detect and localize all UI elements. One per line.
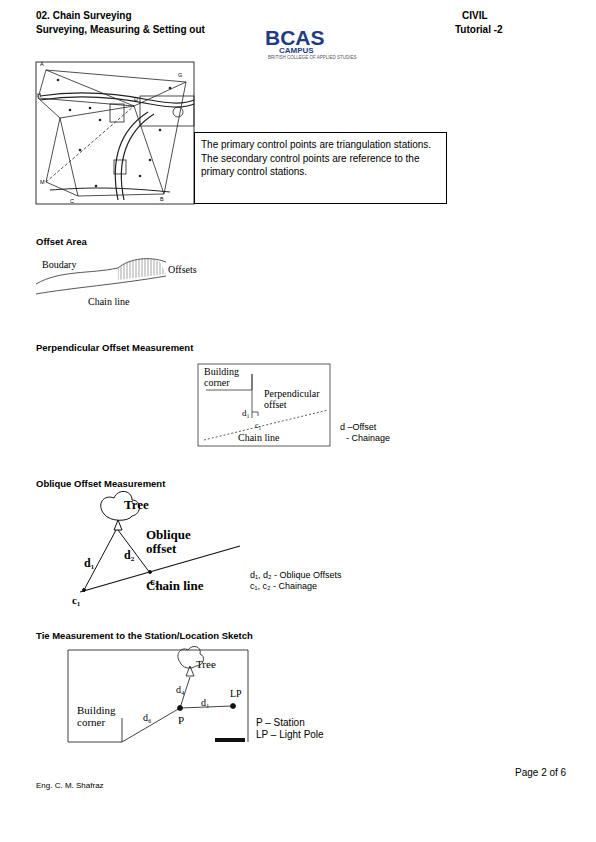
label: G — [178, 72, 182, 78]
label: M — [40, 179, 45, 185]
tie-measurement — [68, 647, 248, 742]
label: Offset Area — [36, 237, 87, 247]
label: c₁, c₂ - Chainage — [250, 582, 317, 592]
label: Eng. C. M. Shafraz — [36, 782, 104, 791]
label: Oblique offset — [146, 528, 216, 557]
label: LP – Light Pole — [256, 729, 324, 740]
label: Perpendicular Offset Measurement — [36, 343, 193, 353]
label: d₁ — [84, 557, 94, 570]
label: BRITISH COLLEGE OF APPLIED STUDIES — [268, 56, 357, 61]
label: - Chainage — [346, 434, 390, 444]
label: Oblique Offset Measurement — [36, 479, 165, 489]
note-box: The primary control points are triangula… — [194, 132, 447, 204]
label: Tree — [124, 498, 149, 512]
label: d –Offset — [340, 423, 376, 433]
label: H — [37, 92, 41, 98]
label: Chain line — [88, 296, 129, 307]
label: c₁ — [72, 594, 80, 606]
label: LP — [230, 688, 242, 699]
label: d₁ — [242, 409, 250, 419]
label: d₄ — [176, 684, 185, 695]
label: B — [160, 196, 164, 202]
label: Surveying, Measuring & Setting out — [36, 24, 205, 35]
label: Chain line — [146, 579, 203, 593]
label: Page 2 of 6 — [515, 767, 566, 778]
label: C — [70, 198, 74, 204]
label: c₁ — [255, 422, 261, 431]
label: Tree — [196, 658, 216, 670]
offset-area — [36, 259, 166, 294]
label: P — [178, 714, 184, 726]
label: Offsets — [168, 264, 197, 275]
label: Perpendicular offset — [264, 388, 326, 410]
label: CAMPUS — [279, 47, 314, 56]
map-stations — [57, 79, 172, 188]
label: 02. Chain Surveying — [36, 10, 132, 21]
label: d₁, d₂ - Oblique Offsets — [250, 571, 341, 581]
label: Chain line — [238, 432, 279, 443]
label: D — [134, 96, 138, 102]
survey-map — [36, 62, 194, 204]
label: Boudary — [42, 259, 76, 270]
label: A — [40, 61, 44, 67]
label: P – Station — [256, 717, 305, 728]
label: d₁ — [201, 697, 210, 708]
label: d₆ — [143, 712, 152, 723]
label: BCAS — [265, 26, 325, 49]
label: Building corner — [77, 704, 137, 728]
note-text: The primary control points are triangula… — [201, 139, 431, 177]
label: CIVIL — [462, 10, 488, 21]
label: Building corner — [204, 366, 260, 388]
label: Tutorial -2 — [455, 24, 503, 35]
label: Tie Measurement to the Station/Location … — [36, 631, 253, 641]
perpendicular-offset — [198, 364, 330, 446]
oblique-offset — [80, 491, 240, 592]
label: d₂ — [124, 549, 134, 562]
